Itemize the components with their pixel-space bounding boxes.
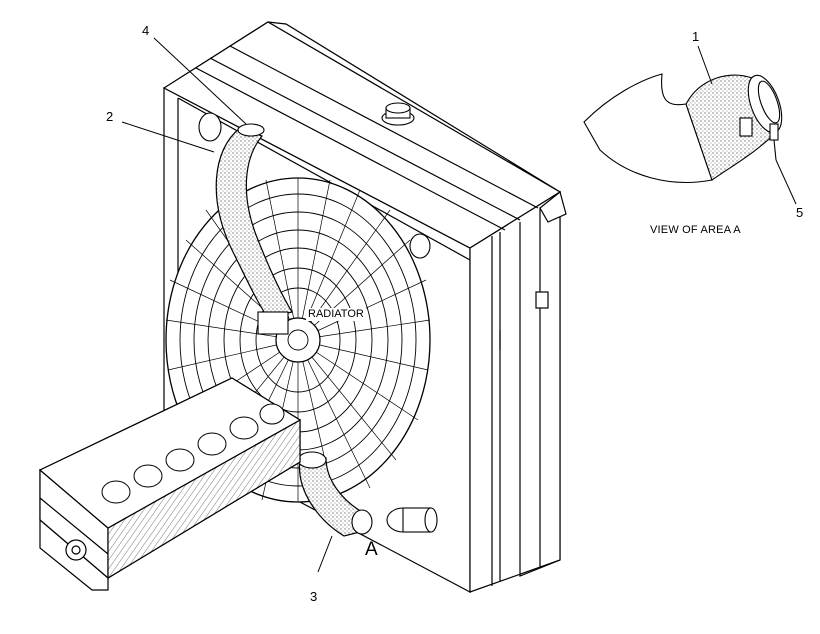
lower-hose — [297, 451, 373, 537]
filler-cap — [381, 102, 415, 126]
callout-3: 3 — [310, 589, 318, 604]
callout-1: 1 — [692, 29, 700, 44]
upper-hose — [215, 123, 293, 335]
area-marker-a: A — [365, 539, 378, 560]
callout-5: 5 — [796, 205, 804, 220]
radiator-tag: RADIATOR — [306, 308, 366, 321]
inset-view — [583, 73, 783, 183]
view-caption: VIEW OF AREA A — [650, 224, 741, 236]
callout-2: 2 — [106, 109, 114, 124]
engine-block — [38, 377, 302, 591]
leader-lines — [121, 37, 797, 573]
callout-4: 4 — [142, 23, 150, 38]
